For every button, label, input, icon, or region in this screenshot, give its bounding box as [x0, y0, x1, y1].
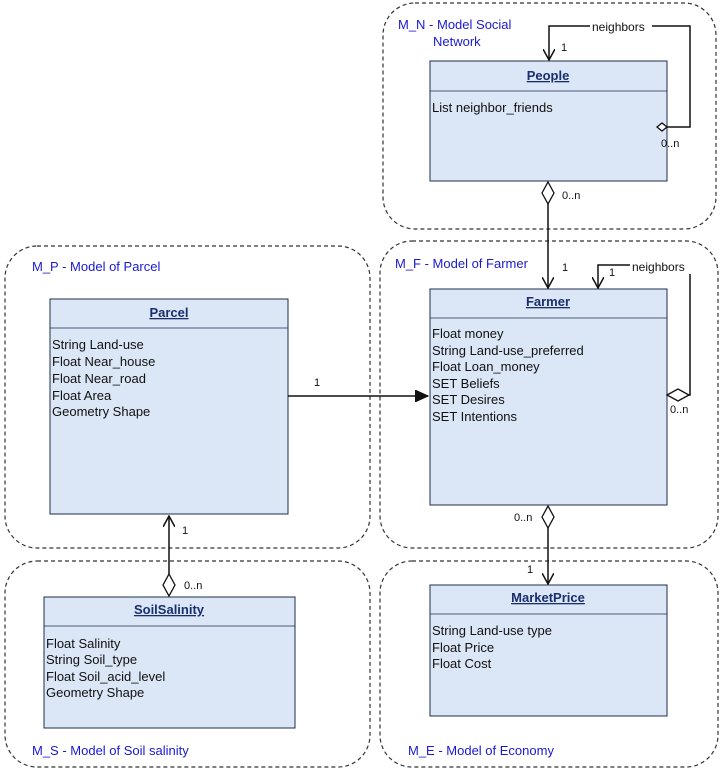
assoc-soil-parcel: 0..n 1 [162, 516, 202, 598]
assoc-people-neighbors-mult-end: 1 [561, 42, 567, 54]
package-farmer-title: M_F - Model of Farmer [395, 256, 529, 271]
class-soil-attr: Geometry Shape [46, 685, 144, 700]
assoc-farmer-market-mult-start: 0..n [514, 512, 532, 524]
assoc-farmer-neighbors-mult-start: 0..n [670, 404, 688, 416]
assoc-people-neighbors-mult-start: 0..n [661, 138, 679, 150]
class-market-attr: String Land-use type [432, 623, 552, 638]
class-soil-name: SoilSalinity [134, 602, 205, 617]
class-people-name: People [527, 68, 570, 83]
class-parcel-attr: Float Near_house [52, 354, 155, 369]
package-social-title-line2: Network [433, 34, 481, 49]
class-soil-attr: String Soil_type [46, 652, 137, 667]
assoc-soil-parcel-mult-start: 0..n [184, 580, 202, 592]
class-farmer[interactable]: Farmer Float money String Land-use_prefe… [429, 288, 668, 506]
class-market-price[interactable]: MarketPrice String Land-use type Float P… [429, 584, 668, 717]
assoc-farmer-market: 0..n 1 [514, 504, 555, 584]
package-social-network [382, 2, 717, 230]
class-farmer-name: Farmer [526, 294, 570, 309]
assoc-parcel-farmer: 1 [288, 377, 428, 396]
assoc-people-farmer-mult-start: 0..n [562, 190, 580, 202]
class-soil-attr: Float Salinity [46, 636, 121, 651]
class-parcel-attr: Geometry Shape [52, 404, 150, 419]
class-parcel-attr: Float Area [52, 388, 112, 403]
assoc-people-farmer-mult-end: 1 [562, 262, 568, 274]
class-parcel[interactable]: Parcel String Land-use Float Near_house … [49, 298, 289, 515]
assoc-people-neighbors: neighbors 1 0..n [549, 18, 691, 150]
class-parcel-attr: Float Near_road [52, 371, 146, 386]
class-parcel-attr: String Land-use [52, 337, 144, 352]
class-soil-salinity[interactable]: SoilSalinity Float Salinity String Soil_… [43, 596, 296, 729]
class-farmer-attr: Float money [432, 326, 504, 341]
class-farmer-attr: SET Desires [432, 392, 505, 407]
assoc-farmer-market-mult-end: 1 [527, 564, 533, 576]
class-parcel-name: Parcel [149, 305, 188, 320]
package-parcel-title: M_P - Model of Parcel [32, 259, 160, 274]
assoc-people-neighbors-role: neighbors [592, 20, 645, 34]
class-market-attr: Float Cost [432, 656, 492, 671]
class-people-attr: List neighbor_friends [432, 100, 553, 115]
package-social-title-line1: M_N - Model Social [398, 17, 512, 32]
class-farmer-attr: SET Beliefs [432, 376, 500, 391]
assoc-farmer-neighbors-mult-end: 1 [609, 267, 615, 279]
assoc-people-farmer: 0..n 1 [541, 180, 580, 288]
assoc-farmer-neighbors-role: neighbors [632, 260, 685, 274]
class-people[interactable]: People List neighbor_friends [429, 60, 668, 182]
package-economy [379, 560, 719, 768]
package-parcel [4, 245, 371, 549]
package-soil-salinity [4, 560, 371, 768]
class-market-name: MarketPrice [511, 590, 585, 605]
class-soil-attr: Float Soil_acid_level [46, 669, 165, 684]
package-economy-title: M_E - Model of Economy [408, 743, 554, 758]
assoc-soil-parcel-mult-end: 1 [182, 525, 188, 537]
class-market-attr: Float Price [432, 640, 494, 655]
package-soil-title: M_S - Model of Soil salinity [32, 743, 189, 758]
assoc-farmer-neighbors: neighbors 1 0..n [598, 258, 692, 416]
class-farmer-attr: String Land-use_preferred [432, 343, 584, 358]
class-farmer-attr: SET Intentions [432, 409, 518, 424]
assoc-parcel-farmer-mult: 1 [314, 377, 320, 389]
package-farmer [379, 240, 719, 549]
class-farmer-attr: Float Loan_money [432, 359, 540, 374]
